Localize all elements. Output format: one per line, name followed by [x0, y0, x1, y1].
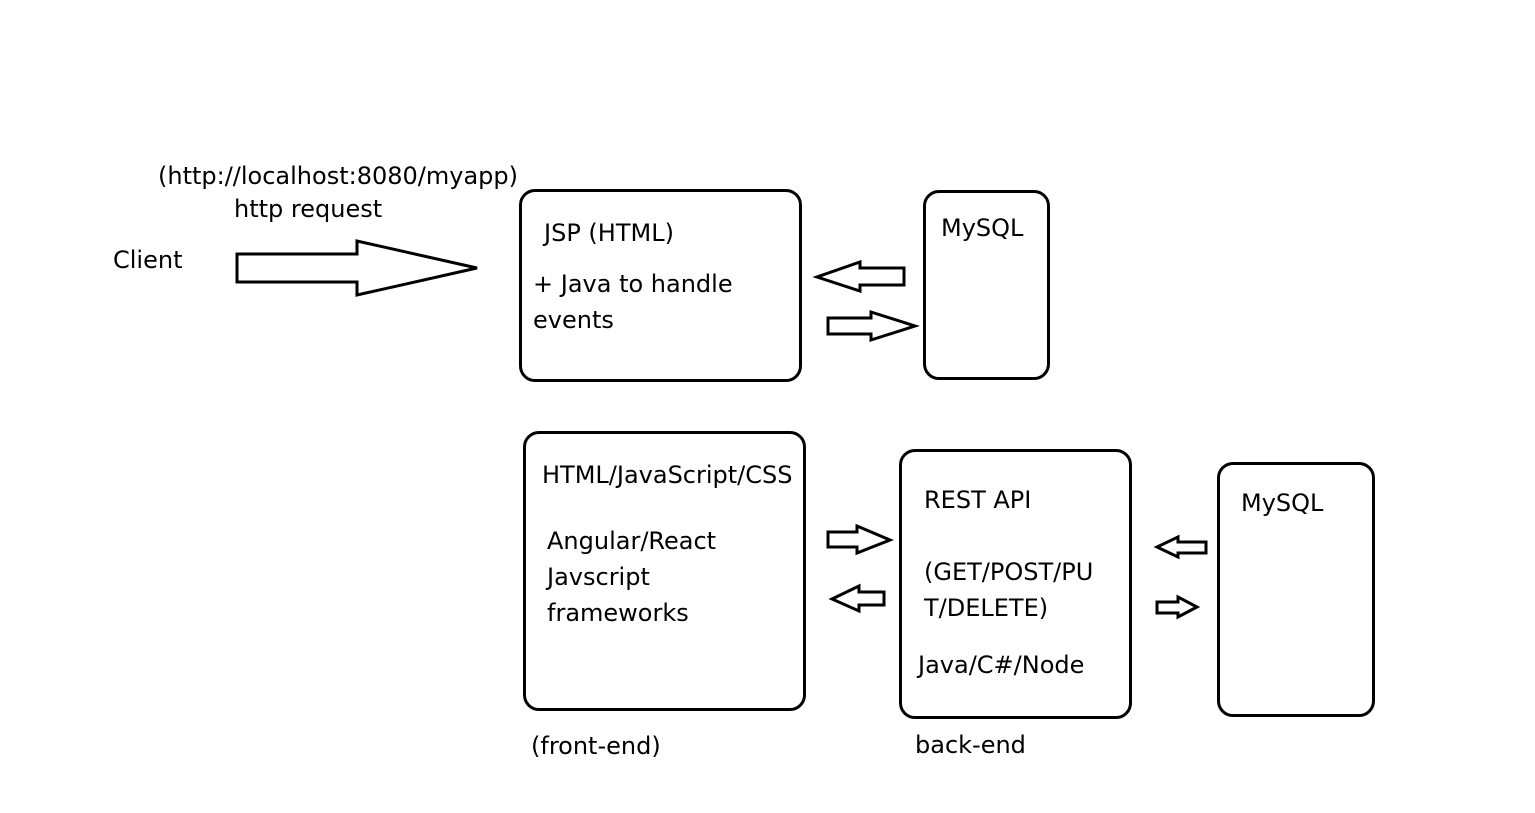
api-to-frontend-arrow	[828, 583, 886, 614]
jsp-box-line1: + Java to handle	[533, 270, 733, 298]
mysql-to-api-arrow	[1153, 534, 1208, 560]
url-label: (http://localhost:8080/myapp)	[158, 162, 518, 190]
rest-api-box-title: REST API	[924, 486, 1032, 514]
frontend-box-line1: Angular/React	[547, 527, 717, 555]
frontend-box	[523, 431, 806, 711]
mysql-to-jsp-arrow	[812, 259, 906, 294]
frontend-box-line3: frameworks	[547, 599, 689, 627]
http-request-label: http request	[234, 195, 383, 223]
jsp-box-line2: events	[533, 306, 614, 334]
jsp-to-mysql-arrow	[826, 309, 920, 343]
client-to-jsp-arrow	[235, 239, 478, 297]
frontend-to-api-arrow	[826, 523, 894, 556]
jsp-box	[519, 189, 802, 382]
rest-api-box-line1: (GET/POST/PU	[924, 558, 1094, 586]
backend-caption: back-end	[915, 731, 1026, 759]
rest-api-box	[899, 449, 1132, 719]
mysql-box-top	[923, 190, 1050, 380]
frontend-caption: (front-end)	[531, 732, 661, 760]
rest-api-box-line2: T/DELETE)	[924, 594, 1049, 622]
client-label: Client	[113, 246, 183, 274]
frontend-box-title: HTML/JavaScript/CSS	[542, 461, 793, 489]
mysql-box-top-title: MySQL	[941, 214, 1024, 242]
mysql-box-bottom-title: MySQL	[1241, 489, 1324, 517]
api-to-mysql-arrow	[1155, 594, 1201, 620]
jsp-box-title: JSP (HTML)	[544, 219, 674, 247]
rest-api-box-line3: Java/C#/Node	[918, 651, 1085, 679]
mysql-box-bottom	[1217, 462, 1375, 717]
frontend-box-line2: Javscript	[547, 563, 650, 591]
